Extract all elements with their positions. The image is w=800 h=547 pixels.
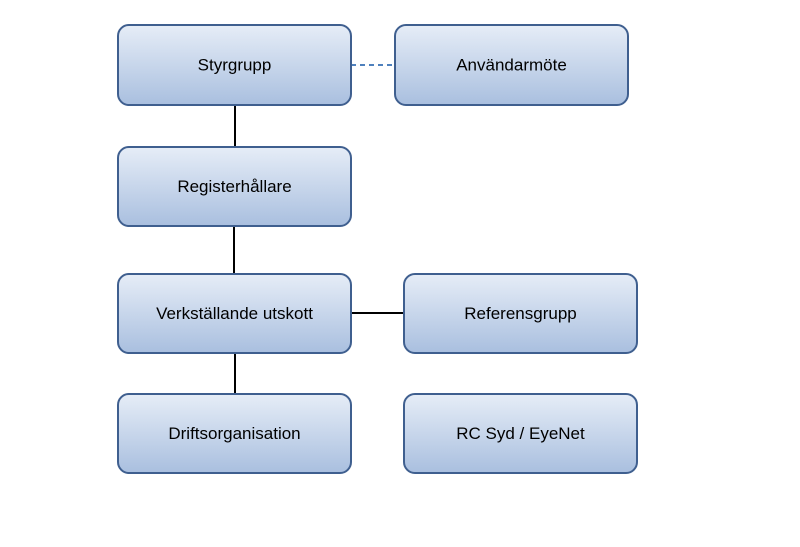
node-referensgrupp: Referensgrupp — [403, 273, 638, 354]
node-registerhallare-label: Registerhållare — [177, 177, 291, 196]
node-rc-syd-eyenet: RC Syd / EyeNet — [403, 393, 638, 474]
node-anvandarmote: Användarmöte — [394, 24, 629, 106]
node-driftsorganisation: Driftsorganisation — [117, 393, 352, 474]
node-styrgrupp-label: Styrgrupp — [198, 56, 272, 75]
node-rc-syd-eyenet-label: RC Syd / EyeNet — [456, 424, 585, 443]
node-referensgrupp-label: Referensgrupp — [464, 304, 576, 323]
node-registerhallare: Registerhållare — [117, 146, 352, 227]
node-verkstallande-utskott: Verkställande utskott — [117, 273, 352, 354]
node-driftsorganisation-label: Driftsorganisation — [168, 424, 300, 443]
node-verkstallande-utskott-label: Verkställande utskott — [156, 304, 313, 323]
node-anvandarmote-label: Användarmöte — [456, 56, 567, 75]
node-styrgrupp: Styrgrupp — [117, 24, 352, 106]
